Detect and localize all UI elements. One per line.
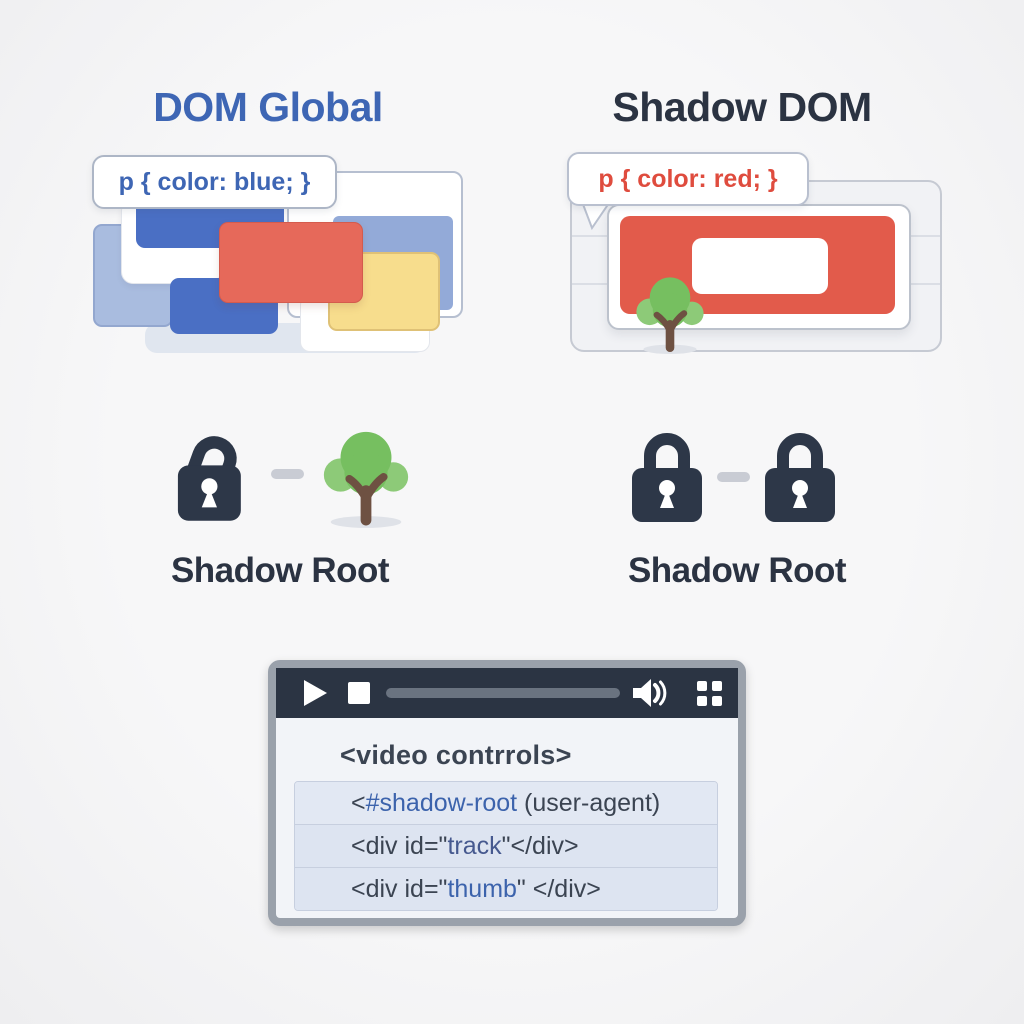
play-icon[interactable] xyxy=(304,680,327,706)
thumb-token: thumb xyxy=(447,874,517,903)
shadow-root-label-left: Shadow Root xyxy=(170,551,390,590)
video-player-panel: <video contrrols> <#shadow-root (user-ag… xyxy=(268,660,746,926)
grid-icon[interactable] xyxy=(697,681,722,706)
open-shadow-root-group xyxy=(176,420,415,528)
track-token: track xyxy=(447,831,502,860)
shadow-root-tree: <#shadow-root (user-agent) <div id="trac… xyxy=(294,781,718,911)
css-rule-bubble-red: p { color: red; } xyxy=(567,152,809,206)
progress-bar[interactable] xyxy=(386,688,620,698)
tree-icon xyxy=(323,431,409,528)
code-row-track: <div id="track"</div> xyxy=(295,824,717,867)
dom-global-title: DOM Global xyxy=(153,84,383,130)
connector-dash xyxy=(717,472,750,482)
connector-dash xyxy=(271,469,304,479)
lock-closed-icon xyxy=(765,433,835,522)
volume-icon[interactable] xyxy=(632,678,668,708)
video-element-code: <video contrrols> xyxy=(340,740,572,770)
shadow-root-token: #shadow-root xyxy=(365,788,518,817)
shadow-root-label-right: Shadow Root xyxy=(627,551,847,590)
shadow-dom-title: Shadow DOM xyxy=(612,84,872,130)
tree-icon xyxy=(636,277,704,354)
css-rule-text-blue: p { color: blue; } xyxy=(118,167,311,196)
code-row-shadow-root: <#shadow-root (user-agent) xyxy=(295,782,717,824)
code-row-thumb: <div id="thumb" </div> xyxy=(295,867,717,910)
shadow-inner-white-box xyxy=(692,238,828,294)
lock-open-icon xyxy=(177,436,241,521)
video-toolbar xyxy=(276,668,738,718)
lock-closed-icon xyxy=(632,433,702,522)
css-rule-text-red: p { color: red; } xyxy=(598,164,778,193)
css-rule-bubble-blue: p { color: blue; } xyxy=(92,155,337,209)
stop-icon[interactable] xyxy=(348,682,370,704)
locked-shadow-root-group xyxy=(630,430,837,524)
global-card-red xyxy=(219,222,363,303)
